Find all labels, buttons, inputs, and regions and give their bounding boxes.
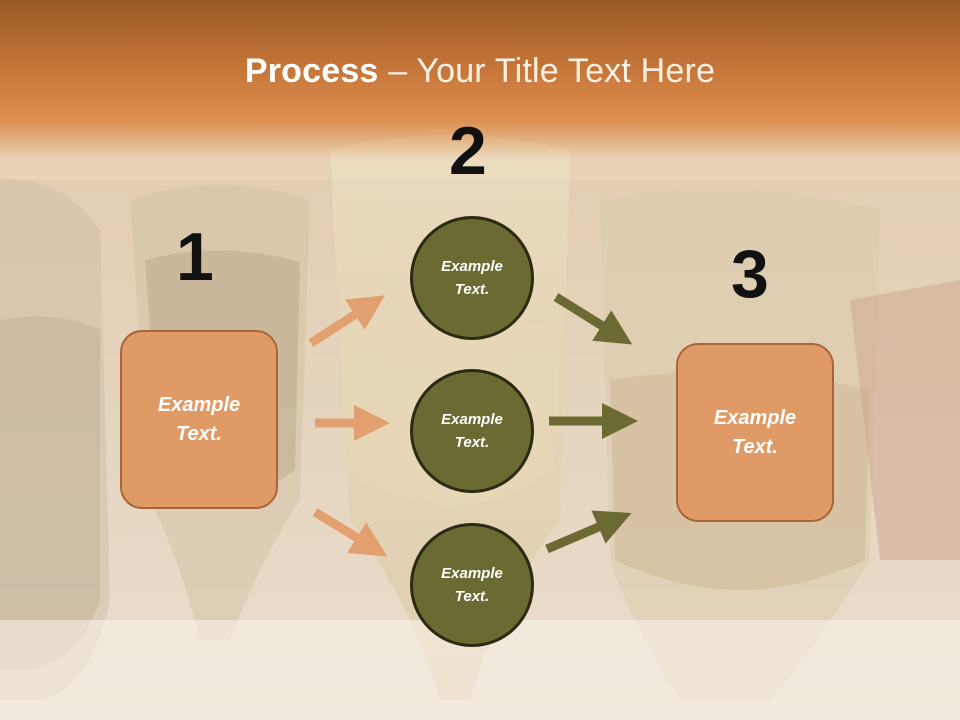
arrow-1-to-2c bbox=[312, 508, 388, 557]
step-number-2: 2 bbox=[449, 113, 487, 189]
step-2-label-top: Example Text. bbox=[441, 258, 503, 298]
title-bold: Process bbox=[244, 52, 379, 90]
title-banner bbox=[0, 0, 960, 160]
title-rest: – Your Title Text Here bbox=[378, 52, 716, 90]
step-3-label: Example Text. bbox=[713, 406, 797, 458]
step-2-circle-top: Example Text. bbox=[410, 216, 534, 340]
step-2-circle-middle: Example Text. bbox=[410, 369, 534, 493]
slide-title: Process – Your Title Text Here bbox=[0, 52, 960, 91]
step-1-label: Example Text. bbox=[157, 393, 241, 445]
arrow-2a-to-3 bbox=[553, 293, 633, 345]
arrow-2c-to-3 bbox=[545, 510, 632, 554]
arrow-1-to-2a bbox=[308, 295, 386, 347]
step-1-box: Example Text. bbox=[120, 330, 278, 509]
step-2-label-middle: Example Text. bbox=[441, 411, 503, 451]
step-2-label-bottom: Example Text. bbox=[441, 565, 503, 605]
step-3-box: Example Text. bbox=[676, 343, 834, 522]
step-number-3: 3 bbox=[731, 236, 769, 312]
step-number-1: 1 bbox=[176, 219, 214, 295]
step-2-circle-bottom: Example Text. bbox=[410, 523, 534, 647]
